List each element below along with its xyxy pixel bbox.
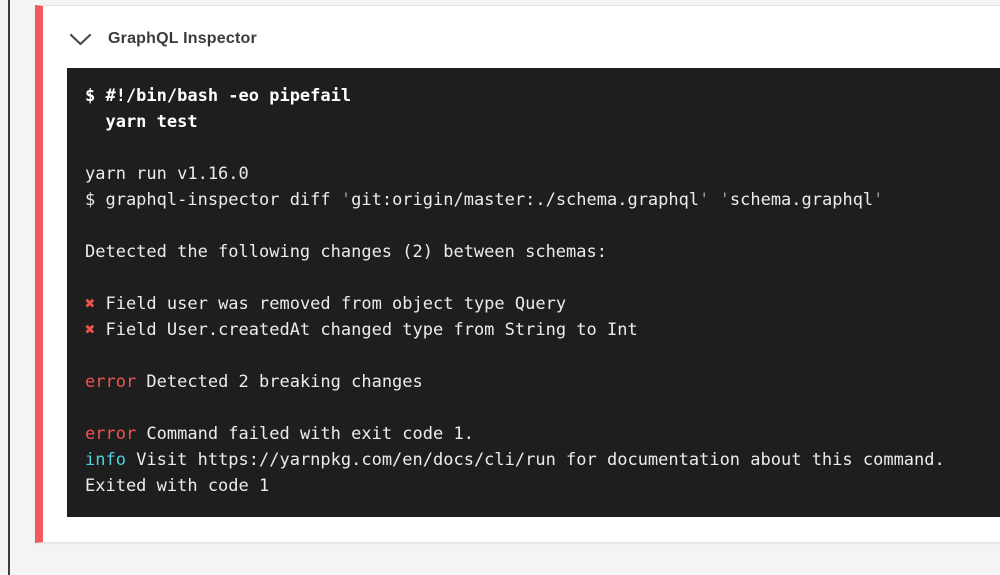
terminal-segment: Visit https://yarnpkg.com/en/docs/cli/ru…: [125, 450, 945, 470]
terminal-line: error Detected 2 breaking changes: [85, 369, 1000, 395]
terminal-segment: info: [85, 450, 126, 470]
terminal-output: $ #!/bin/bash -eo pipefail yarn test yar…: [67, 68, 1000, 517]
terminal-segment: Field user was removed from object type …: [95, 294, 567, 314]
terminal-line: Exited with code 1: [85, 473, 1000, 499]
terminal-segment: git:origin/master:./schema.graphql: [351, 190, 700, 210]
terminal-line: yarn run v1.16.0: [85, 161, 1000, 187]
terminal-segment: error: [85, 424, 137, 444]
terminal-line: ✖ Field user was removed from object typ…: [85, 291, 1000, 317]
terminal-segment: Exited with code 1: [85, 476, 270, 496]
step-title: GraphQL Inspector: [108, 30, 257, 47]
terminal-segment: Field User.createdAt changed type from S…: [95, 320, 638, 340]
terminal-segment: yarn run v1.16.0: [85, 164, 249, 184]
terminal-segment: ✖: [85, 294, 96, 314]
terminal-line: [85, 395, 1000, 421]
terminal-segment: Detected the following changes (2) betwe…: [85, 242, 607, 262]
terminal-segment: Detected 2 breaking changes: [136, 372, 423, 392]
terminal-line: Detected the following changes (2) betwe…: [85, 239, 1000, 265]
terminal-segment: $ #!/bin/bash -eo pipefail: [85, 86, 352, 106]
terminal-line: yarn test: [85, 109, 1000, 135]
terminal-line: $ #!/bin/bash -eo pipefail: [85, 83, 1000, 109]
step-header[interactable]: GraphQL Inspector: [43, 6, 1000, 68]
build-step-card: GraphQL Inspector $ #!/bin/bash -eo pipe…: [35, 5, 1000, 543]
terminal-line: $ graphql-inspector diff 'git:origin/mas…: [85, 187, 1000, 213]
terminal-segment: ': [873, 190, 884, 210]
terminal-line: [85, 265, 1000, 291]
terminal-segment: ✖: [85, 320, 96, 340]
terminal-line: error Command failed with exit code 1.: [85, 421, 1000, 447]
terminal-segment: $ graphql-inspector diff: [85, 190, 341, 210]
terminal-segment: schema.graphql: [729, 190, 874, 210]
terminal-line: [85, 343, 1000, 369]
terminal-segment: ': [340, 190, 352, 210]
left-page-divider: [8, 0, 10, 575]
terminal-segment: [709, 190, 719, 210]
terminal-line: [85, 135, 1000, 161]
terminal-line: [85, 213, 1000, 239]
terminal-segment: error: [85, 372, 137, 392]
terminal-segment: Command failed with exit code 1.: [136, 424, 474, 444]
terminal-line: info Visit https://yarnpkg.com/en/docs/c…: [85, 447, 1000, 473]
chevron-down-icon[interactable]: [69, 33, 92, 46]
terminal-line: ✖ Field User.createdAt changed type from…: [85, 317, 1000, 343]
terminal-segment: ': [719, 190, 730, 210]
terminal-segment: ': [699, 190, 710, 210]
terminal-segment: yarn test: [85, 112, 198, 132]
